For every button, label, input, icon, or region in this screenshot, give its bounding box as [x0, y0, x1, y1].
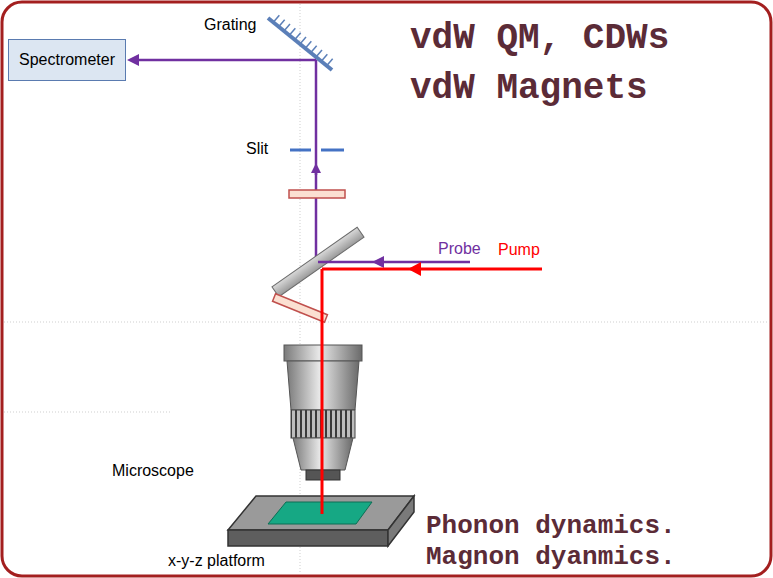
slit-symbol — [290, 149, 344, 152]
part-label: Grating — [204, 16, 256, 34]
box-label: Spectrometer — [19, 51, 115, 69]
probe-beam — [136, 59, 316, 62]
beam-arrow — [372, 256, 384, 268]
topic-note: Phonon dynamics. — [426, 512, 676, 542]
pump-beam — [322, 268, 542, 271]
guide-lines — [4, 4, 769, 574]
beam-arrow — [127, 54, 139, 66]
pump-beam — [321, 269, 324, 514]
topic-heading: vdW Magnets — [410, 68, 648, 109]
beam-label: Pump — [498, 241, 540, 259]
topic-note: Magnon dyanmics. — [426, 543, 676, 573]
probe-beam — [315, 60, 318, 262]
filter — [273, 294, 328, 322]
instrument-box: Spectrometer — [8, 39, 126, 81]
beam-arrow — [315, 168, 318, 175]
probe-beam — [318, 261, 470, 264]
grating-symbol — [268, 15, 333, 70]
part-label: Microscope — [112, 462, 194, 480]
topic-heading: vdW QM, CDWs — [410, 18, 669, 59]
beam-arrow — [408, 262, 421, 276]
part-label: x-y-z platform — [168, 552, 265, 570]
filter — [289, 190, 345, 198]
beam-label: Probe — [438, 240, 481, 258]
sample — [268, 502, 372, 524]
part-label: Slit — [246, 140, 268, 158]
